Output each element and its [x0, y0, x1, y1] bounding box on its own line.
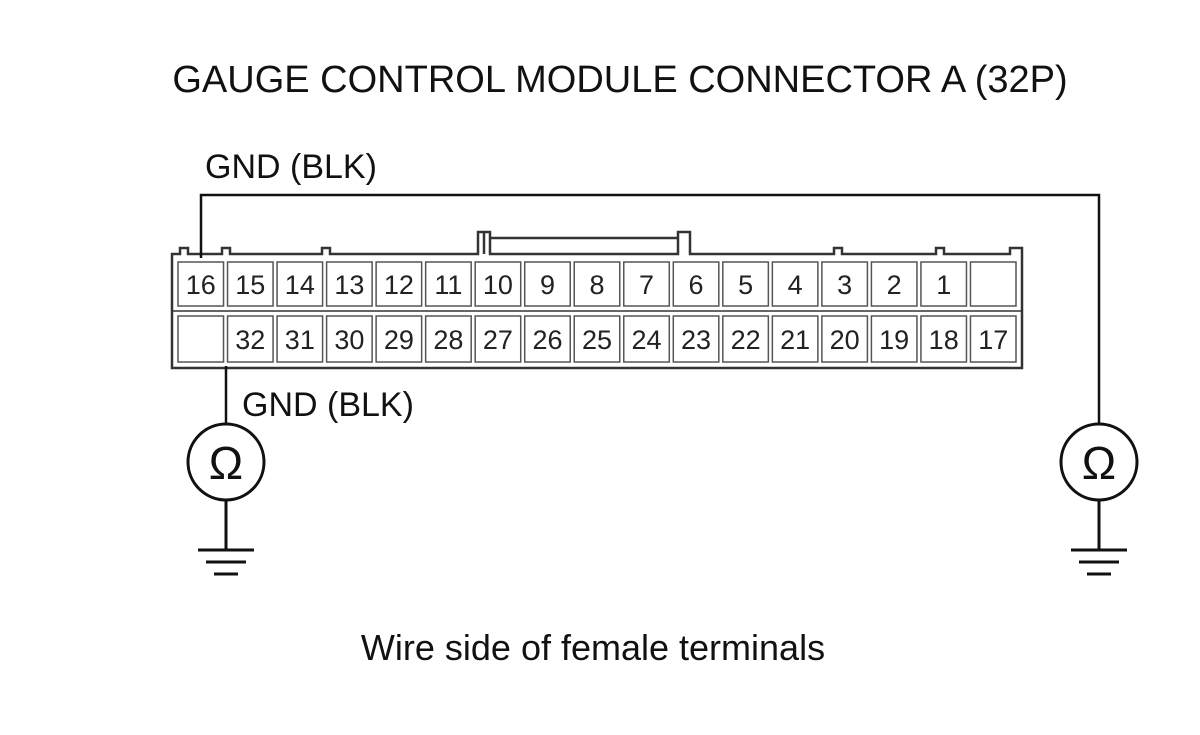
terminal-cell-11: 11 — [424, 261, 472, 307]
terminal-number-11: 11 — [434, 270, 462, 300]
terminal-cell-22: 22 — [722, 315, 770, 363]
terminal-cell-20: 20 — [821, 315, 869, 363]
terminal-number-21: 21 — [780, 325, 810, 355]
ground-icon — [1071, 500, 1127, 576]
terminal-cell-12: 12 — [375, 261, 423, 307]
ohmmeter-symbol: Ω — [1082, 437, 1116, 489]
terminal-number-19: 19 — [879, 325, 909, 355]
terminal-cell-4: 4 — [771, 261, 819, 307]
terminal-number-24: 24 — [632, 325, 662, 355]
terminal-number-17: 17 — [978, 325, 1008, 355]
terminal-row-top: 16 15 14 13 12 11 10 9 8 7 6 5 4 3 2 1 — [177, 261, 1017, 307]
terminal-cell-31: 31 — [276, 315, 324, 363]
terminal-number-1: 1 — [936, 270, 951, 300]
terminal-number-16: 16 — [186, 270, 216, 300]
terminal-number-23: 23 — [681, 325, 711, 355]
terminal-number-25: 25 — [582, 325, 612, 355]
terminal-cell-5: 5 — [722, 261, 770, 307]
terminal-number-13: 13 — [334, 270, 364, 300]
terminal-number-20: 20 — [830, 325, 860, 355]
terminal-number-30: 30 — [334, 325, 364, 355]
terminal-number-26: 26 — [532, 325, 562, 355]
terminal-cell-14: 14 — [276, 261, 324, 307]
terminal-number-3: 3 — [837, 270, 852, 300]
terminal-number-14: 14 — [285, 270, 315, 300]
terminal-cell-blank — [969, 261, 1017, 307]
terminal-number-4: 4 — [788, 270, 803, 300]
terminal-number-5: 5 — [738, 270, 753, 300]
terminal-number-28: 28 — [433, 325, 463, 355]
terminal-number-15: 15 — [235, 270, 265, 300]
terminal-number-22: 22 — [731, 325, 761, 355]
terminal-cell-blank — [177, 315, 225, 363]
terminal-number-10: 10 — [483, 270, 513, 300]
terminal-cell-28: 28 — [424, 315, 472, 363]
terminal-cell-24: 24 — [623, 315, 671, 363]
terminal-number-7: 7 — [639, 270, 654, 300]
terminal-row-bottom: 32 31 30 29 28 27 26 25 24 23 22 21 20 19 18 17 — [177, 315, 1017, 363]
terminal-number-29: 29 — [384, 325, 414, 355]
terminal-cell-2: 2 — [870, 261, 918, 307]
terminal-cell-29: 29 — [375, 315, 423, 363]
terminal-cell-17: 17 — [969, 315, 1017, 363]
probe-label-terminal-16: GND (BLK) — [205, 148, 377, 186]
terminal-number-2: 2 — [887, 270, 902, 300]
connector-lock-tab — [482, 232, 678, 254]
terminal-cell-15: 15 — [226, 261, 274, 307]
terminal-number-31: 31 — [285, 325, 315, 355]
ground-icon — [198, 500, 254, 576]
terminal-cell-23: 23 — [672, 315, 720, 363]
terminal-cell-27: 27 — [474, 315, 522, 363]
terminal-number-8: 8 — [589, 270, 604, 300]
ohmmeter-icon: Ω — [186, 422, 266, 502]
terminal-cell-25: 25 — [573, 315, 621, 363]
terminal-number-12: 12 — [384, 270, 414, 300]
terminal-number-18: 18 — [929, 325, 959, 355]
terminal-cell-13: 13 — [325, 261, 373, 307]
ohmmeter-icon: Ω — [1059, 422, 1139, 502]
terminal-cell-18: 18 — [920, 315, 968, 363]
terminal-cell-16: 16 — [177, 261, 225, 307]
terminal-cell-9: 9 — [523, 261, 571, 307]
diagram-title: GAUGE CONTROL MODULE CONNECTOR A (32P) — [172, 59, 1067, 101]
terminal-number-32: 32 — [235, 325, 265, 355]
terminal-cell-1: 1 — [920, 261, 968, 307]
terminal-cell-7: 7 — [623, 261, 671, 307]
terminal-cell-3: 3 — [821, 261, 869, 307]
terminal-number-27: 27 — [483, 325, 513, 355]
terminal-number-9: 9 — [540, 270, 555, 300]
terminal-cell-6: 6 — [672, 261, 720, 307]
wire-terminal-16 — [199, 193, 1101, 424]
terminal-cell-26: 26 — [523, 315, 571, 363]
terminal-cell-21: 21 — [771, 315, 819, 363]
terminal-number-6: 6 — [689, 270, 704, 300]
ohmmeter-symbol: Ω — [209, 437, 243, 489]
diagram-caption: Wire side of female terminals — [361, 627, 825, 668]
terminal-cell-10: 10 — [474, 261, 522, 307]
terminal-cell-8: 8 — [573, 261, 621, 307]
terminal-cell-19: 19 — [870, 315, 918, 363]
probe-label-terminal-32: GND (BLK) — [242, 386, 414, 424]
terminal-cell-30: 30 — [325, 315, 373, 363]
terminal-cell-32: 32 — [226, 315, 274, 363]
